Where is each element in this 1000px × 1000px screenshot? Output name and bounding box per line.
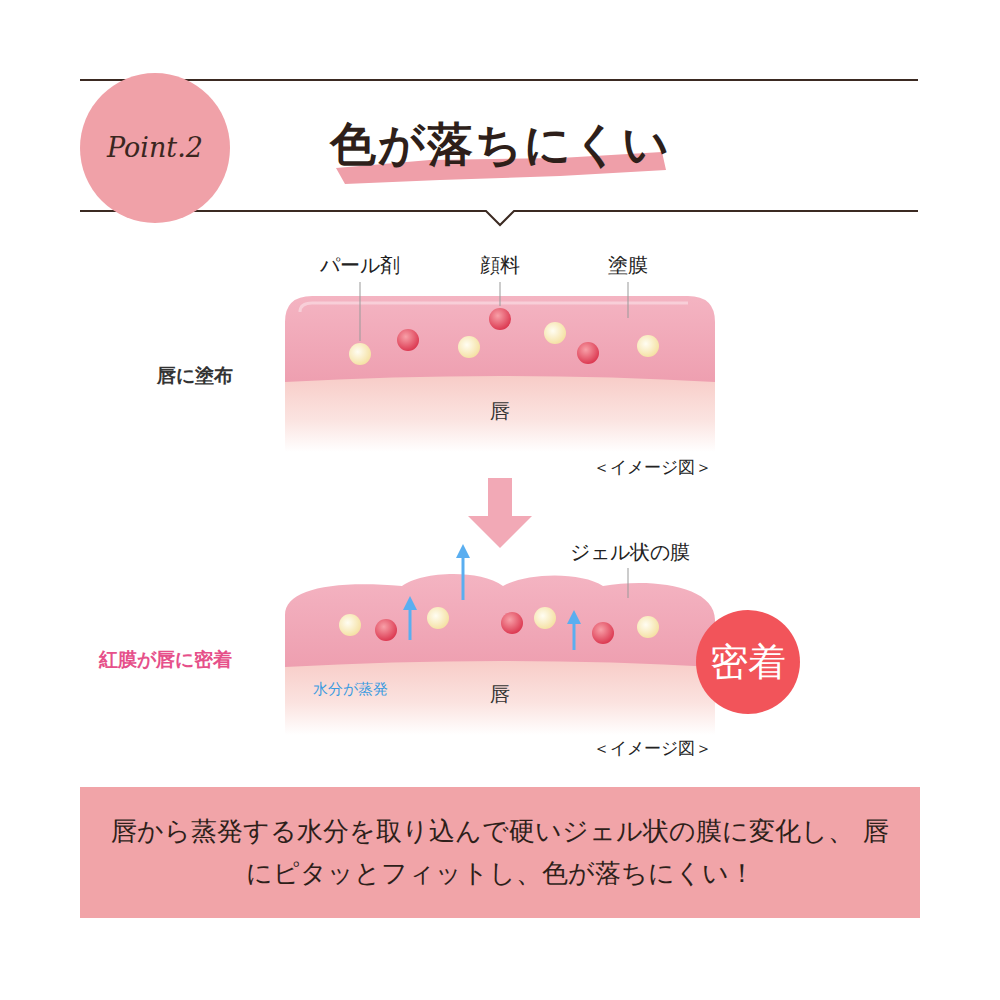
stage-label: 紅膜が唇に密着 [99, 647, 232, 673]
illustration-part [628, 568, 629, 598]
illustration-part [628, 282, 629, 318]
part-label: ジェル状の膜 [570, 539, 690, 566]
illustration-part [534, 607, 556, 629]
illustration-part [462, 556, 465, 600]
part-label: 唇 [490, 398, 510, 425]
illustration-part [339, 614, 361, 636]
illustration-part [567, 610, 581, 624]
illustration-part [637, 335, 659, 357]
emphasis-badge: 密着 [696, 610, 800, 714]
illustration-part [458, 336, 480, 358]
bottom-illustration [285, 544, 715, 735]
illustration-part [410, 556, 574, 702]
illustration-part [468, 516, 532, 548]
illustration-part [489, 308, 511, 330]
illustration-part [544, 322, 566, 344]
illustration-part [409, 608, 412, 640]
node-text: Point.2 [107, 126, 203, 169]
illustration-part [285, 296, 715, 382]
down-arrow [468, 478, 532, 548]
node-text: 密着 [710, 632, 786, 693]
figure-note: ＜イメージ図＞ [593, 456, 712, 479]
illustration-part [577, 342, 599, 364]
part-label: 塗膜 [608, 252, 648, 279]
summary-band: 唇から蒸発する水分を取り込んで硬いジェル状の膜に変化し、 唇にピタッとフィットし… [80, 787, 920, 918]
illustration-part [285, 574, 715, 667]
illustration-part [285, 655, 715, 735]
illustration-part [397, 329, 419, 351]
illustration-part [501, 612, 523, 634]
part-label: 顔料 [480, 252, 520, 279]
illustration-part [488, 478, 512, 518]
illustration-part [403, 596, 417, 610]
illustration-part [360, 282, 361, 341]
illustration-part [285, 370, 715, 452]
illustration-part [462, 556, 465, 676]
illustration-part [573, 622, 576, 650]
illustration-part [375, 619, 397, 641]
flow-label: 水分が蒸発 [313, 680, 388, 699]
stage-label: 唇に塗布 [157, 363, 233, 389]
top-illustration [285, 282, 715, 452]
title: 色が落ちにくい [330, 114, 671, 176]
illustration-part [500, 282, 501, 306]
illustration-part [349, 343, 371, 365]
part-label: パール剤 [320, 252, 400, 279]
point-badge: Point.2 [80, 73, 230, 223]
illustration-part [80, 211, 918, 225]
illustration-part [592, 622, 614, 644]
illustration-part [637, 616, 659, 638]
part-label: 唇 [490, 681, 510, 708]
illustration-part [427, 607, 449, 629]
node-text: 唇から蒸発する水分を取り込んで硬いジェル状の膜に変化し、 唇にピタッとフィットし… [103, 811, 898, 894]
figure-note: ＜イメージ図＞ [593, 737, 712, 760]
illustration-part [456, 544, 470, 558]
illustration-part [80, 79, 918, 81]
